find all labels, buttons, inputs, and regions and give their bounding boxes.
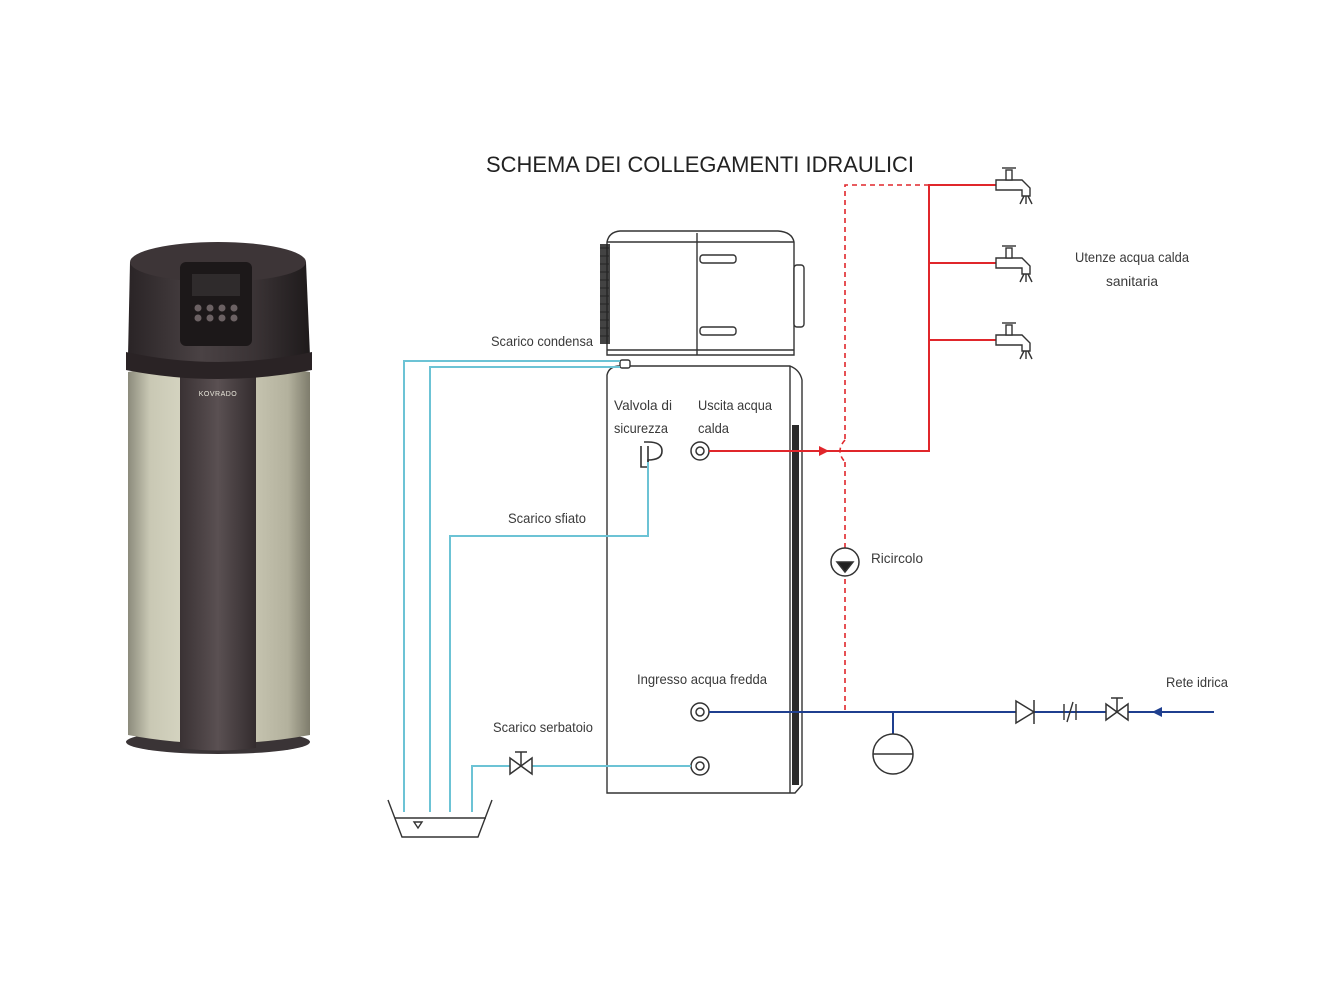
cold-flow-arrow-icon (1152, 707, 1162, 717)
label-scarico-serbatoio: Scarico serbatoio (493, 719, 593, 735)
tap-icon-1 (995, 167, 1033, 205)
hot-flow-arrow-icon (819, 446, 829, 456)
cold-water-inlet-fitting (690, 702, 710, 722)
expansion-vessel-icon (872, 733, 914, 775)
label-valvola-line1: Valvola di (614, 397, 672, 413)
label-scarico-sfiato: Scarico sfiato (508, 510, 586, 526)
tank-drain-fitting (690, 756, 710, 776)
heat-pump-product-image: KOVRADO (126, 242, 312, 754)
label-ricircolo: Ricircolo (871, 550, 923, 566)
check-valve-icon (1015, 699, 1036, 725)
drain-basin-icon (387, 799, 493, 838)
label-ingresso-acqua-fredda: Ingresso acqua fredda (637, 671, 767, 687)
label-uscita-line1: Uscita acqua (698, 397, 772, 413)
recirculation-pump-icon (830, 547, 860, 577)
label-uscita-line2: calda (698, 420, 729, 436)
tank-outline (600, 230, 805, 794)
drain-lines (403, 360, 691, 812)
label-scarico-condensa: Scarico condensa (491, 333, 593, 349)
diagram-title: SCHEMA DEI COLLEGAMENTI IDRAULICI (486, 152, 914, 177)
tap-icon-2 (995, 245, 1033, 283)
label-rete-idrica: Rete idrica (1166, 674, 1228, 690)
cold-water-line (709, 711, 1214, 735)
brand-logo: KOVRADO (199, 391, 238, 398)
drain-valve-icon (509, 751, 533, 776)
hot-water-outlet-fitting (690, 441, 710, 461)
label-utenze-line2: sanitaria (1106, 273, 1158, 289)
recirculation-line (839, 184, 929, 712)
tap-icon-3 (995, 322, 1033, 360)
label-utenze-line1: Utenze acqua calda (1075, 249, 1189, 265)
pressure-reducer-icon (1063, 701, 1077, 723)
safety-valve-icon (640, 441, 663, 468)
label-valvola-line2: sicurezza (614, 420, 668, 436)
shutoff-valve-icon (1105, 697, 1129, 722)
